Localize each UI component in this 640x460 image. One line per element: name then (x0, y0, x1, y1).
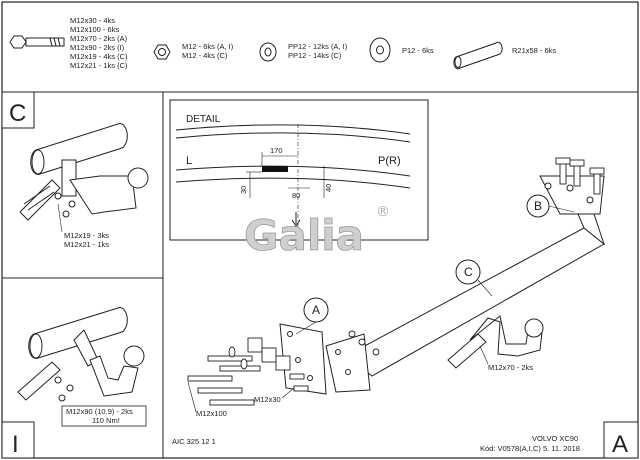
sheet-letter: A (612, 431, 628, 458)
sheet-letter-box (603, 421, 639, 459)
footer-model: VOLVO XC90 (532, 434, 578, 443)
detail-arrow (291, 212, 301, 227)
callout-m12x100-leader (187, 381, 197, 413)
detail-cutout (262, 166, 288, 172)
panel-c-hitch-drawing (19, 123, 149, 221)
panel-c-letter-box (1, 91, 35, 129)
panel-i-letter-box (1, 421, 35, 459)
detail-dim-30: 30 (239, 186, 248, 194)
footer-code: AIC 325 12 1 (172, 437, 216, 446)
bolt-line-5: M12x19 - 4ks (C) (70, 52, 128, 61)
footer-kod: Kód: V0578(A,I,C) 5. 11. 2018 (480, 444, 580, 453)
galia-registered-mark: ® (376, 204, 390, 220)
panel-i-hitch-drawing (17, 307, 145, 402)
detail-bumper-line-2 (175, 132, 411, 143)
detail-right-label: P(R) (378, 155, 401, 167)
plate-line-2: PP12 - 14ks (C) (288, 51, 342, 60)
label-c: C (464, 265, 473, 279)
label-b: B (534, 199, 542, 213)
label-c-circle: C (455, 259, 481, 285)
panel-i-callout-box (61, 405, 147, 427)
detail-bumper-line-4 (175, 177, 411, 189)
callout-m12x70: M12x70 - 2ks (488, 363, 533, 372)
ball-hitch-main (447, 315, 544, 369)
panel-c-callout-1: M12x19 - 3ks (64, 231, 109, 240)
bolt-line-1: M12x30 - 4ks (70, 16, 115, 25)
panel-c-letter: C (9, 100, 26, 127)
detail-dim-80: 80 (292, 191, 300, 200)
label-a: A (312, 303, 320, 317)
panel-i-letter: I (12, 431, 19, 458)
nut-line-1: M12 - 6ks (A, I) (182, 42, 234, 51)
label-a-leader (295, 321, 317, 335)
panel-c-leader (57, 203, 63, 233)
spring-washer-icon (259, 42, 277, 62)
callout-m12x100: M12x100 (196, 409, 227, 418)
detail-left-label: L (186, 155, 192, 167)
detail-box (169, 99, 429, 241)
washer-icon (369, 37, 391, 63)
galia-logo: Galia (244, 211, 364, 260)
label-b-circle: B (526, 194, 550, 218)
plate-line-1: PP12 - 12ks (A, I) (288, 42, 348, 51)
washer-line: P12 - 6ks (402, 46, 434, 55)
callout-m12x30: M12x30 (254, 395, 281, 404)
sleeve-line: R21x58 - 6ks (512, 46, 556, 55)
bolt-icon (9, 35, 65, 49)
detail-dimension-lines (246, 152, 325, 198)
callout-m12x70-leader (479, 345, 489, 365)
nut-line-2: M12 - 4ks (C) (182, 51, 228, 60)
detail-bumper-line-1 (175, 124, 411, 135)
bolt-line-6: M12x21 - 1ks (C) (70, 61, 128, 70)
bolt-line-3: M12x70 - 2ks (A) (70, 34, 128, 43)
panel-i-callout-2: 110 Nm! (92, 416, 120, 425)
bolt-set-a (187, 330, 380, 406)
panel-c-callout-2: M12x21 - 1ks (64, 240, 109, 249)
label-c-leader (477, 279, 493, 297)
nut-icon (153, 44, 171, 60)
detail-dim-40: 40 (324, 184, 333, 192)
callout-m12x30-leader (281, 387, 295, 399)
top-bolts-drawing (555, 157, 605, 195)
sleeve-icon (453, 41, 503, 70)
detail-bumper-line-3 (175, 165, 411, 177)
bolt-line-2: M12x100 - 6ks (70, 25, 119, 34)
label-b-leader (548, 205, 575, 213)
side-bracket-a (279, 323, 371, 395)
bolt-line-4: M12x90 - 2ks (I) (70, 43, 125, 52)
label-a-circle: A (303, 297, 329, 323)
detail-dim-170: 170 (270, 146, 283, 155)
panel-i-callout-1: M12x90 (10.9) - 2ks (66, 407, 133, 416)
detail-title: DETAIL (186, 114, 221, 125)
